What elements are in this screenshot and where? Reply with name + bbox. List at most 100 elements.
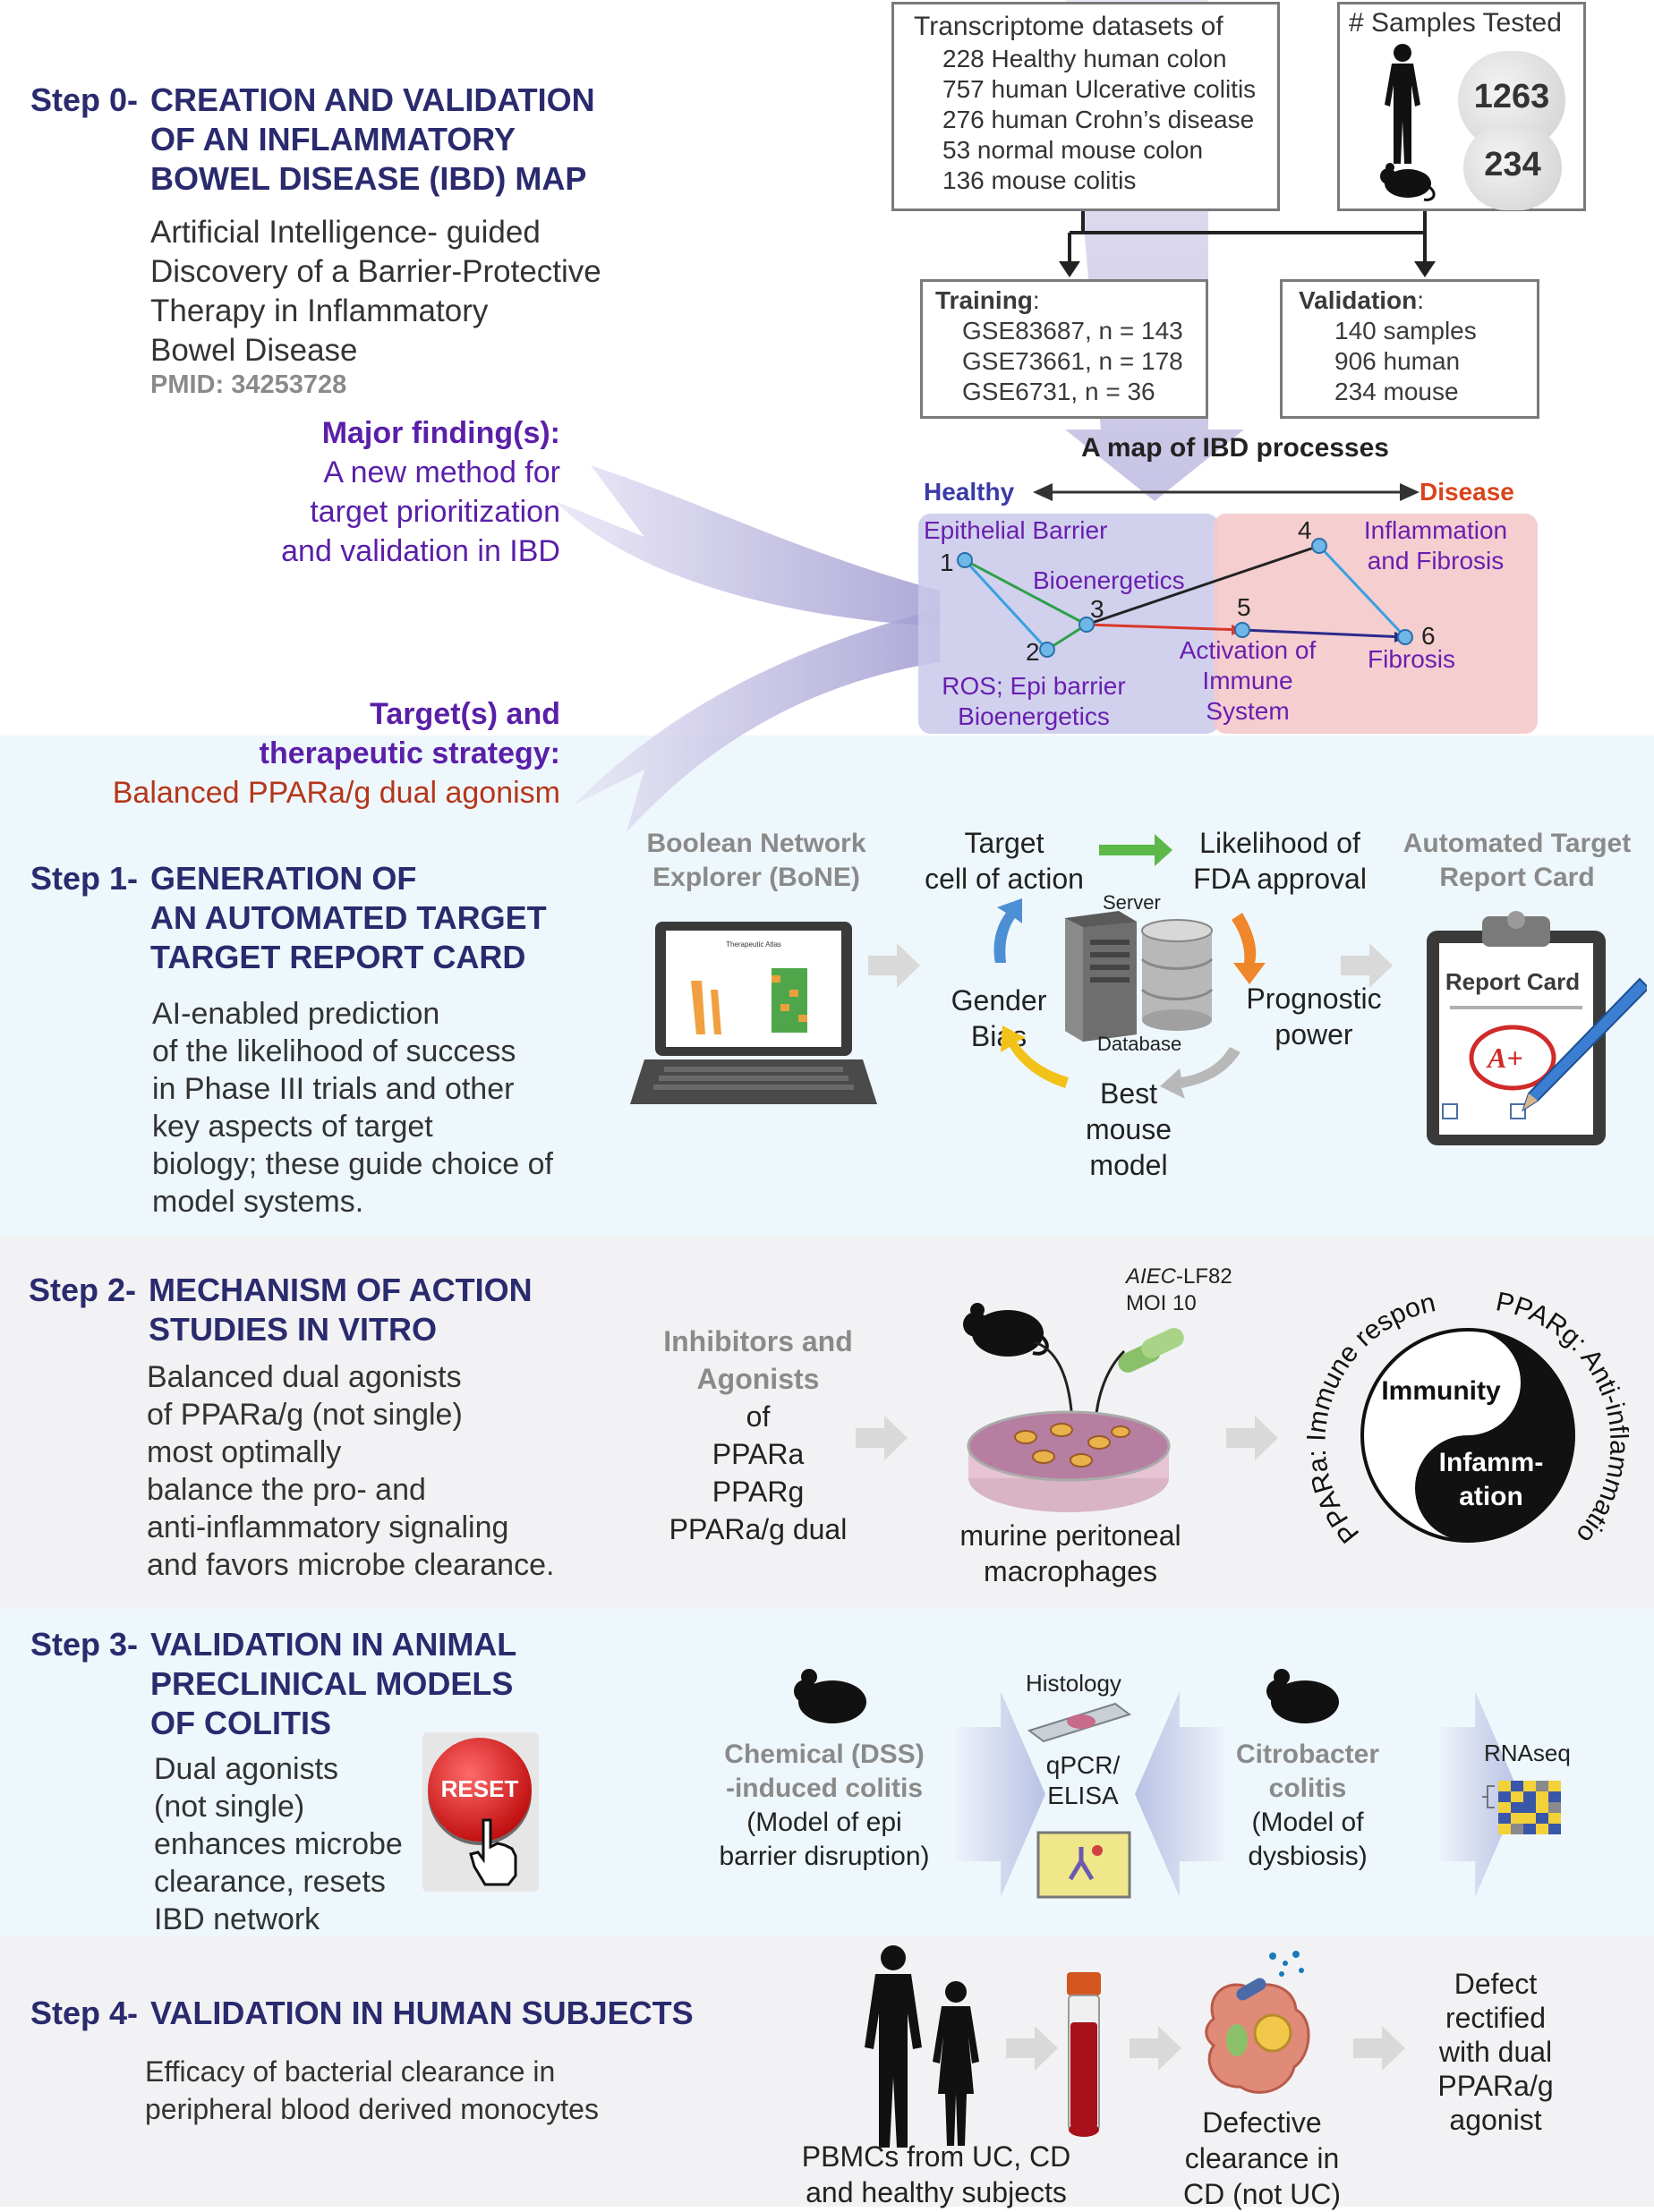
rectified-label-line: with dual: [1438, 2036, 1553, 2068]
map-inflammation-line: and Fibrosis: [1367, 547, 1505, 574]
step1-body-line: of the likelihood of success: [152, 1034, 516, 1068]
yin-yang-immunity: Immunity: [1381, 1376, 1501, 1406]
grey-cycle-arrow: [1160, 1047, 1240, 1099]
dataset-item: 276 human Crohn’s disease: [942, 106, 1255, 133]
map-node: [957, 552, 973, 568]
validation-item: 140 samples: [1334, 317, 1477, 345]
step2-body-line: and favors microbe clearance.: [147, 1548, 555, 1582]
cycle-mouse-model-line: Best: [1099, 1077, 1158, 1110]
step0-title-line: OF AN INFLAMMATORY: [150, 121, 516, 157]
step3-heading: Step 3- VALIDATION IN ANIMAL PRECLINICAL…: [30, 1625, 516, 1743]
aiec-italic: AIEC: [1126, 1264, 1177, 1289]
step1-arrow-1: [868, 943, 920, 988]
left-arrow-upper: [555, 465, 940, 626]
cycle-prognostic: Prognostic power: [1230, 981, 1398, 1052]
laptop-screen-text: Therapeutic Atlas: [726, 940, 781, 949]
step3-prefix: Step 3-: [30, 1626, 139, 1663]
pbmc-label-line: PBMCs from UC, CD: [801, 2140, 1071, 2173]
dataset-item: 53 normal mouse colon: [942, 136, 1204, 164]
rectified-label-line: agonist: [1449, 2104, 1542, 2136]
step1-body: AI-enabled prediction of the likelihood …: [152, 995, 553, 1221]
inhibitors-line: PPARa: [712, 1438, 805, 1470]
mouse-icon: [1380, 163, 1436, 201]
step4-body: Efficacy of bacterial clearance in perip…: [145, 2053, 599, 2128]
step1-title-line: GENERATION OF: [150, 860, 417, 897]
paper-title-line: Bowel Disease: [150, 333, 358, 368]
map-inflammation: Inflammation and Fibrosis: [1348, 515, 1523, 576]
map-node-2-number: 2: [1026, 638, 1040, 666]
aiec-rest: -LF82: [1176, 1264, 1232, 1289]
blue-cycle-arrow: [993, 898, 1022, 963]
elisa-well-icon: [1036, 1831, 1131, 1899]
blood-tube-icon: [1067, 1972, 1101, 2137]
step2-body-line: Balanced dual agonists: [147, 1360, 462, 1394]
pmid: PMID: 34253728: [150, 370, 347, 399]
yin-yang-diagram: PPARg: Anti-inflammation PPARa: Immune r…: [1307, 1274, 1629, 1549]
qpcr-label: qPCR/ ELISA: [1029, 1750, 1137, 1811]
step1-prefix: Step 1-: [30, 860, 139, 897]
citro-description-line: (Model of: [1251, 1808, 1364, 1837]
step2-body-line: anti-inflammatory signaling: [147, 1510, 509, 1544]
step2-body-line: most optimally: [147, 1435, 342, 1469]
training-item: GSE6731, n = 36: [962, 378, 1155, 405]
step3-body-line: IBD network: [154, 1902, 320, 1936]
server-label: Server: [1103, 891, 1161, 914]
step3-body-line: (not single): [154, 1790, 305, 1824]
cycle-gender: Gender Bias: [936, 983, 1061, 1054]
report-card-label: Report Card: [1445, 968, 1581, 995]
map-node-4-number: 4: [1298, 516, 1312, 544]
major-finding: Major finding(s): A new method for targe…: [281, 413, 560, 571]
rectified-label: Defect rectified with dual PPARa/g agoni…: [1412, 1967, 1579, 2137]
orange-cycle-arrow: [1232, 913, 1266, 984]
target-heading-line: therapeutic strategy:: [259, 736, 560, 770]
target-strategy: Target(s) and therapeutic strategy: Bala…: [113, 694, 560, 812]
step3-body-line: clearance, resets: [154, 1865, 386, 1899]
aiec-strain: AIEC-LF82: [1126, 1263, 1232, 1290]
cycle-fda: Likelihood of FDA approval: [1172, 825, 1387, 897]
step2-arrow-2: [1226, 1416, 1278, 1460]
dss-heading: Chemical (DSS) -induced colitis: [703, 1738, 945, 1806]
bacteria-icon: [1118, 1328, 1184, 1373]
step1-title-line: TARGET REPORT CARD: [150, 939, 526, 975]
step1-arrow-2: [1341, 943, 1393, 988]
inhibitors-line: of: [746, 1400, 771, 1433]
ibd-map-healthy-region: [918, 514, 1219, 734]
map-node-3-number: 3: [1090, 595, 1104, 623]
ibd-map-network: [957, 483, 1420, 658]
cycle-fda-line: Likelihood of: [1199, 827, 1360, 859]
training-title-text: Training: [935, 286, 1033, 314]
left-arrow-lower: [573, 608, 940, 832]
target-heading-line: Target(s) and: [370, 697, 560, 731]
report-heading: Automated Target Report Card: [1387, 827, 1647, 895]
human-pair-silhouette-icon: [865, 1945, 979, 2148]
datasets-box: Transcriptome datasets of 228 Healthy hu…: [891, 2, 1280, 211]
citro-description-line: dysbiosis): [1248, 1842, 1368, 1871]
rectified-label-line: rectified: [1445, 2002, 1547, 2034]
step3-converging-arrows: [956, 1691, 1520, 1897]
step4-title: VALIDATION IN HUMAN SUBJECTS: [150, 1995, 694, 2031]
map-ros: ROS; Epi barrier Bioenergetics: [931, 671, 1137, 732]
bone-heading-line: Explorer (BoNE): [652, 863, 860, 892]
ibd-map-title: A map of IBD processes: [1081, 433, 1389, 463]
step4-heading: Step 4- VALIDATION IN HUMAN SUBJECTS: [30, 1994, 694, 2033]
citro-heading: Citrobacter colitis: [1205, 1738, 1411, 1806]
major-finding-heading: Major finding(s):: [321, 416, 560, 450]
pbmc-label-line: and healthy subjects: [806, 2176, 1067, 2208]
yin-yang-inflammation-line: ation: [1459, 1482, 1523, 1511]
map-node-6-number: 6: [1421, 622, 1436, 650]
dish-label: murine peritoneal macrophages: [927, 1518, 1214, 1589]
map-node-5-number: 5: [1237, 593, 1251, 621]
cycle-mouse-model: Best mouse model: [1070, 1076, 1187, 1183]
aiec-moi: MOI 10: [1126, 1291, 1197, 1315]
map-node: [1311, 538, 1327, 554]
dataset-item: 757 human Ulcerative colitis: [942, 75, 1257, 103]
mouse-icon: [794, 1669, 866, 1723]
step1-body-line: in Phase III trials and other: [152, 1072, 515, 1106]
inhibitors-line: PPARg: [712, 1476, 805, 1508]
step4-band: [0, 1936, 1654, 2207]
laptop-icon: Therapeutic Atlas: [630, 922, 877, 1104]
major-finding-line: A new method for: [323, 455, 560, 489]
step2-title-line: STUDIES IN VITRO: [149, 1311, 438, 1348]
citro-description: (Model of dysbiosis): [1205, 1806, 1411, 1874]
samples-title: # Samples Tested: [1349, 8, 1562, 38]
